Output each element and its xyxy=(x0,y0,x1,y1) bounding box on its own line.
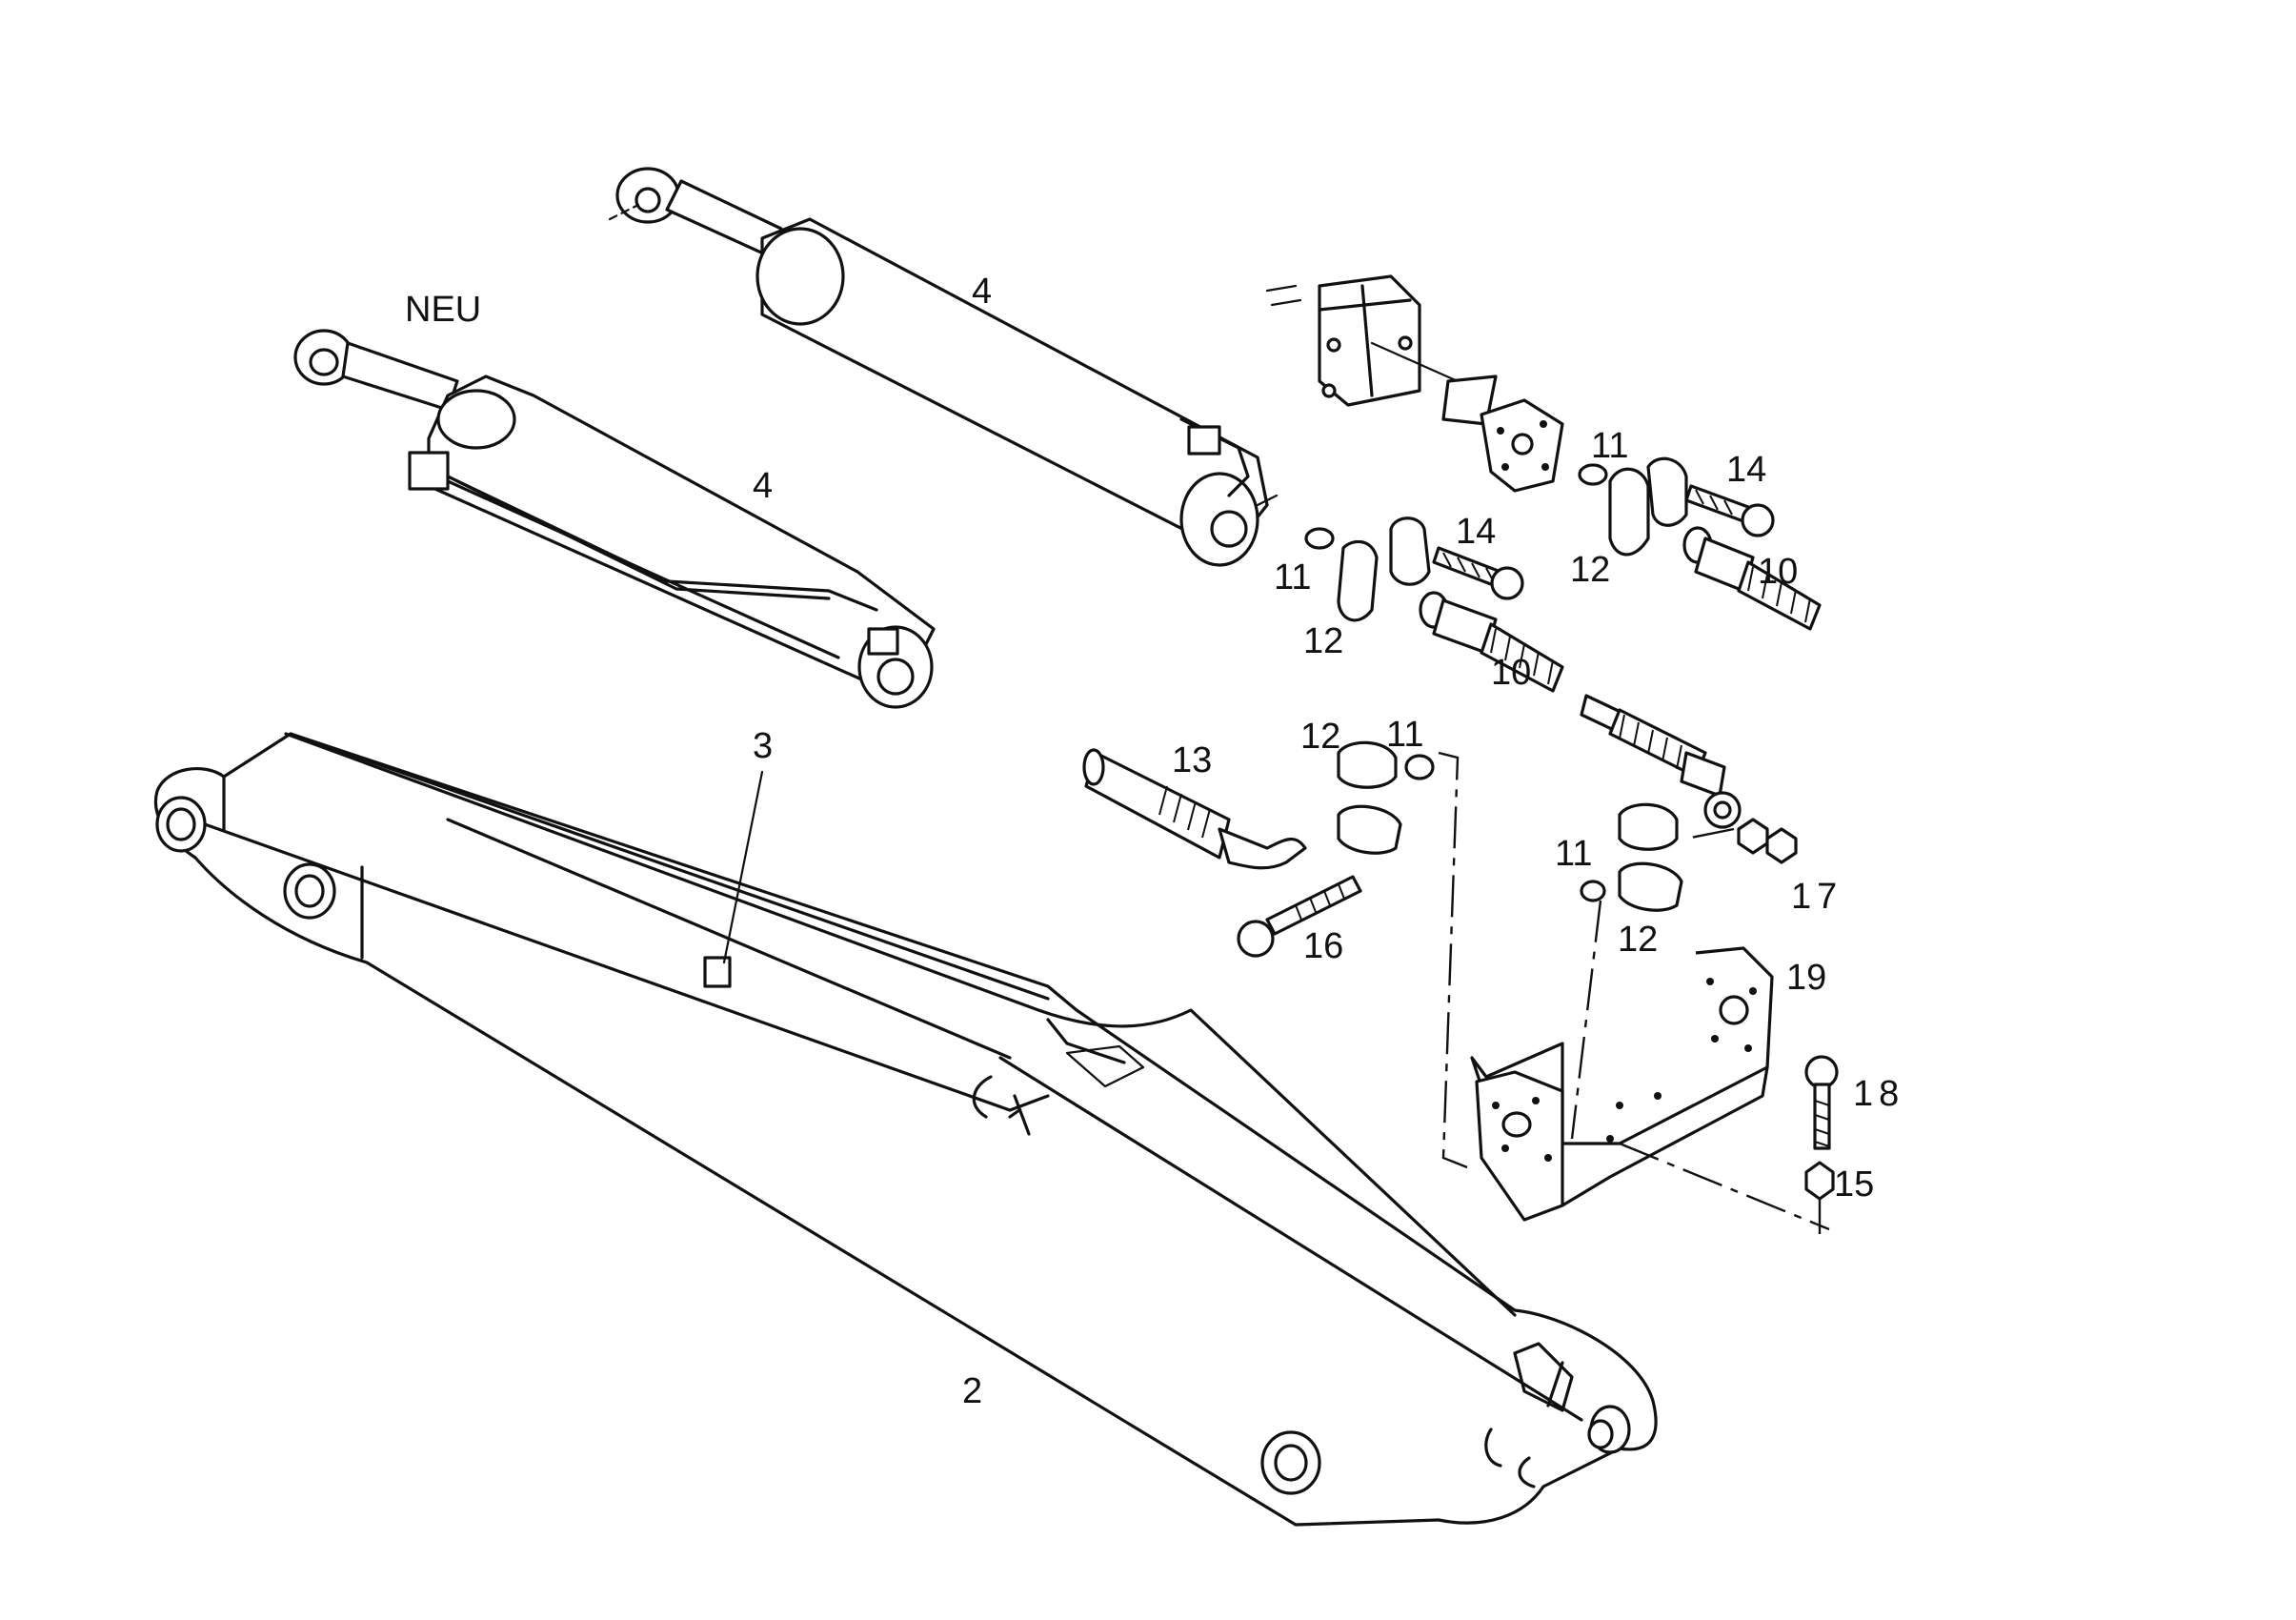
mounting-bracket-19 xyxy=(1470,946,1839,1222)
label-10-a: 10 xyxy=(1491,653,1531,693)
label-4-upper: 4 xyxy=(972,272,992,312)
seal-11-a xyxy=(1304,527,1335,550)
flange-12-c xyxy=(1337,740,1398,789)
part-labels: NEU 4 4 2 3 10 10 11 11 11 11 12 12 12 1… xyxy=(405,272,1904,1411)
boom-arm xyxy=(153,732,1658,1527)
seal-11-c xyxy=(1404,754,1435,780)
label-12-a: 12 xyxy=(1303,621,1343,661)
hose-clip-3 xyxy=(703,956,732,988)
hydraulic-cylinder-upper xyxy=(608,167,1279,567)
label-12-b: 12 xyxy=(1570,550,1610,590)
label-11-c: 11 xyxy=(1386,715,1423,755)
label-17: 17 xyxy=(1791,877,1843,917)
flange-12-d xyxy=(1618,802,1679,851)
nut-15 xyxy=(1804,1161,1835,1201)
seal-11-d xyxy=(1580,880,1606,902)
label-11-a: 11 xyxy=(1274,557,1311,597)
label-16: 16 xyxy=(1303,926,1343,966)
valve-block xyxy=(1265,274,1564,493)
label-12-c: 12 xyxy=(1300,717,1340,757)
seal-11-b xyxy=(1578,463,1608,486)
label-11-d: 11 xyxy=(1555,834,1592,874)
label-3: 3 xyxy=(753,726,773,766)
label-14-a: 14 xyxy=(1456,512,1496,552)
leader-3 xyxy=(722,770,764,964)
label-18: 18 xyxy=(1853,1074,1904,1114)
label-10-b: 10 xyxy=(1758,552,1798,592)
label-13: 13 xyxy=(1172,740,1212,780)
flange-12-a xyxy=(1337,539,1379,622)
flange-12-b xyxy=(1608,467,1650,557)
label-11-b: 11 xyxy=(1591,426,1628,466)
label-15: 15 xyxy=(1834,1164,1874,1205)
label-2: 2 xyxy=(962,1371,982,1411)
label-4-lower: 4 xyxy=(753,466,773,506)
label-12-d: 12 xyxy=(1618,920,1658,960)
screw-18 xyxy=(1804,1055,1839,1089)
assembly-lines xyxy=(1438,751,1830,1234)
label-14-b: 14 xyxy=(1726,450,1766,490)
hose-fittings xyxy=(1082,456,1822,958)
label-19: 19 xyxy=(1786,958,1826,998)
nut-17 xyxy=(1737,818,1769,855)
label-neu: NEU xyxy=(405,290,481,330)
hydraulic-cylinder-neu xyxy=(293,329,936,709)
